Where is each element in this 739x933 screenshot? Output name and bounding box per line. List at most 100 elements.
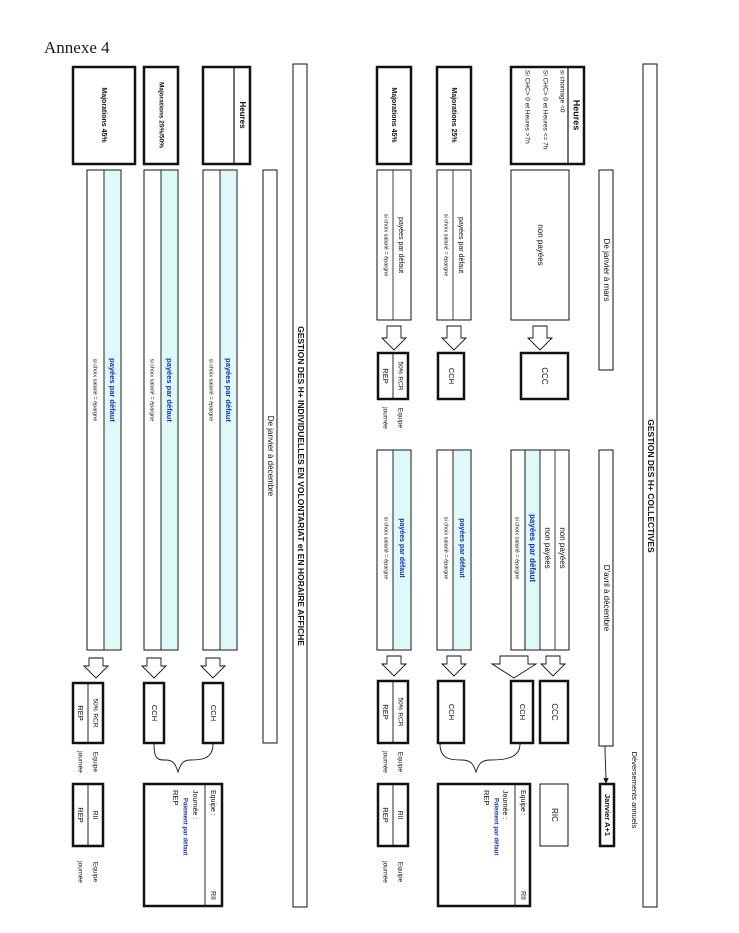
q1-maj45-epargne: si choix salarié = épargne (383, 214, 389, 277)
collectives-title: GESTION DES H+ COLLECTIVES (646, 419, 656, 553)
q1-arrow-cch (440, 325, 468, 351)
individuelles-brace (153, 743, 214, 774)
q1-maj25-payees: payées par défaut (457, 217, 464, 273)
ind-equipe-label: Equipe (91, 752, 98, 773)
rest-maj25-cch-box (436, 679, 466, 745)
ind-heures-paid-band (219, 169, 238, 651)
q1-rep-label: REP (381, 368, 390, 383)
q1-rcr-label: 50% RCR (396, 362, 403, 391)
ind-maj45-paid-band (103, 169, 122, 651)
heures-line-chomage: si chomage <0 (558, 70, 565, 113)
q1-arrow-ccc (526, 325, 554, 351)
rest-arrow-cch (490, 655, 538, 679)
ind-cch-box-2 (142, 681, 166, 745)
ind-big-paiement-label: Paiement par défaut (181, 798, 187, 855)
ind-maj2550-paid-band (160, 169, 179, 651)
ind-maj2550-box (142, 65, 180, 166)
ind-journee-label: journée (76, 750, 83, 773)
rest-maj45-payees: payées par défaut (398, 518, 405, 578)
ind-heures-payees: payées par défaut (224, 358, 233, 422)
ind-maj45-payees: payées par défaut (108, 358, 117, 422)
q1-cch-label: CCH (447, 368, 456, 384)
ind-maj45-epargne: si choix salarié = épargne (92, 359, 98, 422)
rest-maj25-cch-label: CCH (447, 704, 456, 720)
q1-journee-label: journée (381, 406, 388, 429)
ind-big-rep-label: REP (171, 790, 180, 805)
ind-arrow-cch-2 (140, 657, 168, 679)
deversements-label: Déversements annuels (630, 752, 639, 829)
janvier-a1-label: Janvier A+1 (603, 794, 612, 836)
period-avril-decembre (598, 449, 614, 747)
rest-arrow-cch-maj25 (440, 655, 468, 677)
individuelles-title-bar (292, 63, 308, 908)
rest-maj45-paid-band (392, 449, 412, 651)
q1-arrow-rcr (380, 325, 408, 351)
ind-jan-rep-label: REP (76, 807, 85, 822)
ind-cch-box-1 (201, 681, 225, 745)
jan-rep-label: REP (381, 807, 390, 822)
ind-maj45-label: Majorations 45% (100, 87, 107, 143)
ind-maj45-box (71, 65, 137, 166)
q1-maj25-epargne: si choix salarié = épargne (443, 214, 449, 277)
maj45-box (375, 65, 413, 166)
heures-line-le7h: Si CHC> 0 et Heures <= 7h (541, 70, 548, 150)
ind-jan-journee-label: journée (76, 860, 83, 883)
ind-jan-rii-label: RII (91, 811, 98, 820)
ind-arrow-rcr (82, 657, 110, 679)
ind-big-journee-label: Journée : (191, 790, 198, 819)
rest-arrow-rcr (380, 655, 408, 677)
rest-maj45-epargne: si choix salarié = épargne (383, 517, 389, 580)
ind-big-equipe-label: Equipe : (209, 790, 216, 816)
ric-label: RIC (550, 808, 559, 822)
q1-non-payees-label: non payées (536, 224, 545, 265)
rest-rcr-label: 50% RCR (396, 698, 403, 727)
period-janvier-mars (598, 169, 614, 371)
ind-heures-box (201, 65, 252, 166)
big-rii-label: RII (519, 891, 526, 900)
heures-title: Heures (572, 100, 582, 131)
rest-payees-defaut: payées par défaut (528, 514, 537, 582)
ind-arrow-cch-1 (199, 657, 227, 679)
rest-ccc-label: CCC (550, 703, 559, 721)
janvier-a1-box (598, 782, 616, 848)
rest-maj25-paid-band (452, 449, 472, 651)
rest-cch-label: CCH (518, 704, 527, 720)
jan-equipe-label: Equipe (396, 862, 403, 883)
maj25-label: Majorations 25% (450, 87, 457, 143)
maj25-box (435, 65, 473, 166)
period-janvier-decembre (262, 169, 278, 744)
big-equipe-label: Equipe : (519, 790, 526, 816)
q1-non-payees-box (510, 169, 570, 321)
heures-line-gt7h: Si CHC> 0 et Heures >7h (523, 70, 530, 144)
rest-ccc-box (538, 679, 570, 745)
heures-box (509, 65, 586, 166)
big-rep-label: REP (482, 790, 491, 805)
rest-arrow-ccc (539, 655, 567, 677)
period-janvier-decembre-label: De janvier à décembre (266, 416, 275, 497)
q1-ccc-box (519, 351, 570, 401)
period-janvier-mars-label: De janvier à mars (602, 239, 611, 302)
rest-rep-label: REP (381, 704, 390, 719)
jan-rii-label: RII (396, 811, 403, 820)
ind-heures-label: Heures (238, 101, 247, 129)
q1-equipe-label: Equipe (396, 408, 403, 429)
rest-non-payees-2: non payées (543, 527, 552, 568)
ind-maj2550-label: Majorations 25%/50% (157, 82, 164, 148)
ind-maj2550-payees: payées par défaut (165, 358, 174, 422)
rest-non-payees-1: non payées (558, 527, 567, 568)
q1-ccc-label: CCC (540, 367, 549, 385)
big-journee-label: Journée : (501, 790, 508, 819)
ind-cch-label-1: CCH (209, 705, 218, 721)
collectives-section: GESTION DES H+ COLLECTIVES Déversements … (375, 63, 658, 908)
ind-heures-epargne: si choix salarié = épargne (208, 359, 214, 422)
q1-maj25-bar (436, 169, 472, 321)
rest-maj25-payees: payées par défaut (458, 518, 465, 578)
period-avril-decembre-label: D'avril à décembre (602, 565, 611, 632)
ind-jan-equipe-label: Equipe (91, 862, 98, 883)
rest-cch-box (509, 679, 535, 745)
maj45-label: Majorations 45% (390, 87, 397, 143)
ind-rep-label: REP (76, 705, 85, 720)
individuelles-section: GESTION DES H+ INDIVIDUELLES EN VOLONTAR… (71, 63, 308, 908)
ind-rcr-label: 50% RCR (91, 699, 98, 728)
